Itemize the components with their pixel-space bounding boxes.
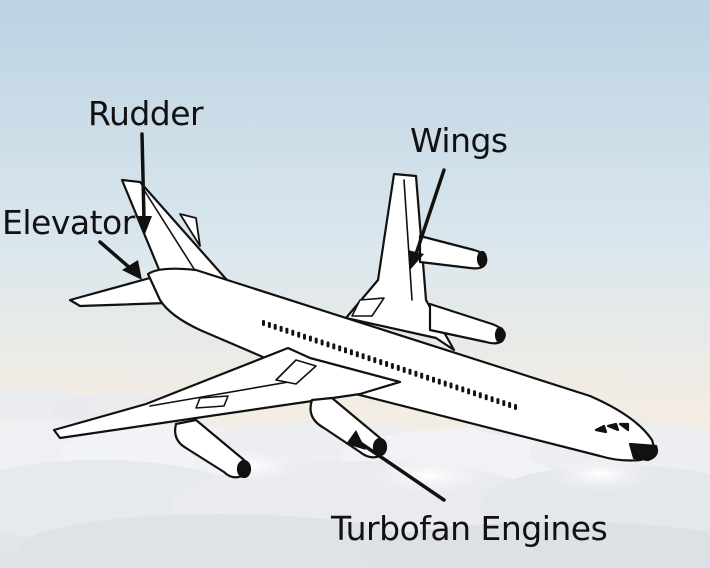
passenger-window xyxy=(414,371,417,377)
passenger-window xyxy=(274,324,277,330)
passenger-window xyxy=(309,336,312,342)
passenger-window xyxy=(391,363,394,369)
passenger-window xyxy=(373,357,376,363)
passenger-window xyxy=(297,332,300,338)
passenger-window xyxy=(485,394,488,400)
passenger-window xyxy=(285,328,288,334)
passenger-window xyxy=(303,334,306,340)
passenger-window xyxy=(338,345,341,351)
passenger-window xyxy=(467,388,470,394)
passenger-window xyxy=(455,385,458,391)
wings-label: Wings xyxy=(410,124,508,157)
passenger-window xyxy=(280,326,283,332)
passenger-window xyxy=(397,365,400,371)
rudder-arrow xyxy=(142,134,144,220)
passenger-window xyxy=(262,320,265,326)
passenger-window xyxy=(496,398,499,404)
passenger-window xyxy=(385,361,388,367)
passenger-window xyxy=(514,404,517,410)
elevator-label: Elevator xyxy=(2,206,135,239)
passenger-window xyxy=(344,347,347,353)
passenger-window xyxy=(491,396,494,402)
passenger-window xyxy=(268,322,271,328)
passenger-window xyxy=(444,381,447,387)
passenger-window xyxy=(368,355,371,361)
passenger-window xyxy=(420,373,423,379)
passenger-window xyxy=(379,359,382,365)
passenger-window xyxy=(438,379,441,385)
passenger-window xyxy=(508,402,511,408)
passenger-window xyxy=(426,375,429,381)
passenger-window xyxy=(332,343,335,349)
rudder-label: Rudder xyxy=(88,97,203,130)
passenger-window xyxy=(356,351,359,357)
passenger-window xyxy=(409,369,412,375)
passenger-window xyxy=(502,400,505,406)
passenger-window xyxy=(461,386,464,392)
passenger-window xyxy=(479,392,482,398)
passenger-window xyxy=(403,367,406,373)
passenger-window xyxy=(327,342,330,348)
passenger-window xyxy=(321,340,324,346)
passenger-window xyxy=(473,390,476,396)
passenger-window xyxy=(350,349,353,355)
passenger-window xyxy=(432,377,435,383)
passenger-window xyxy=(315,338,318,344)
passenger-window xyxy=(362,353,365,359)
passenger-window xyxy=(450,383,453,389)
passenger-window xyxy=(291,330,294,336)
turbofan-engines-label: Turbofan Engines xyxy=(331,512,607,545)
